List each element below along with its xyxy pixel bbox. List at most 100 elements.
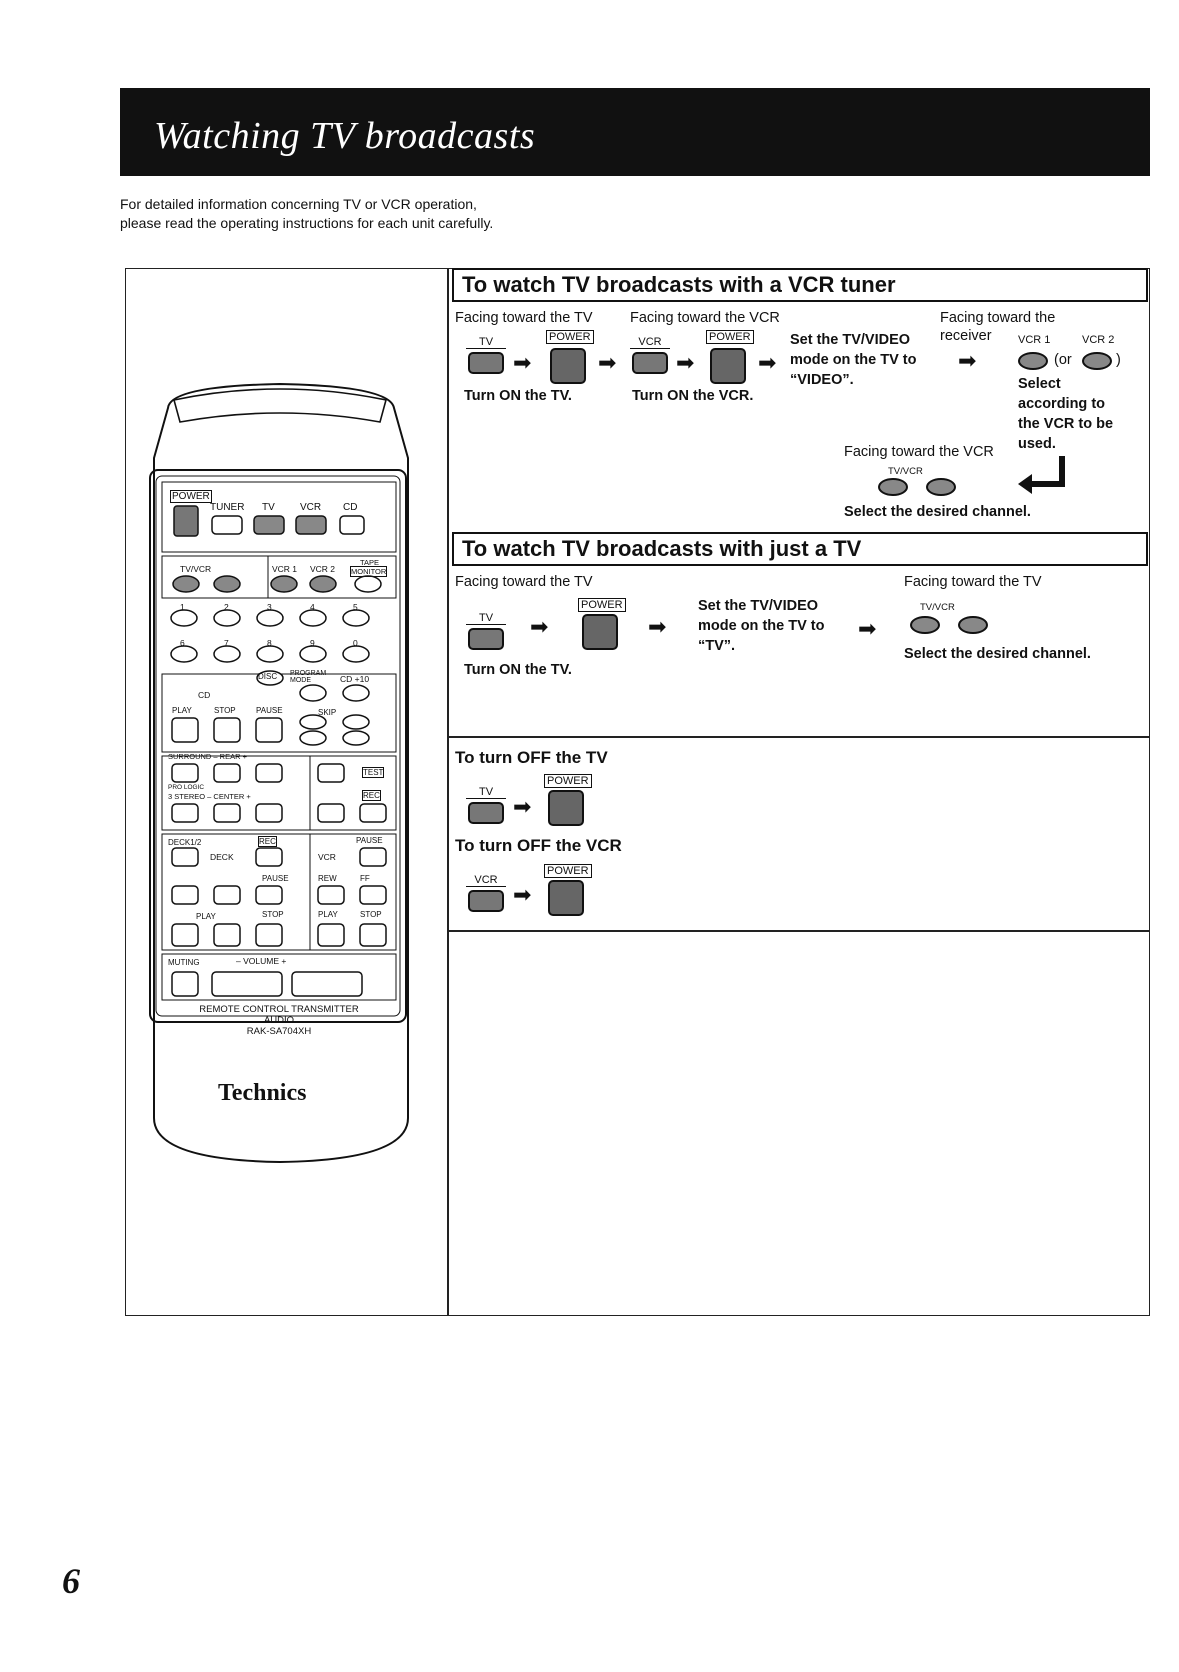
set-tv-mode-text-1: Set the TV/VIDEO: [698, 598, 819, 614]
facing-vcr-label-2: Facing toward the VCR: [844, 444, 994, 460]
facing-tv-label: Facing toward the TV: [455, 310, 593, 326]
select-vcr-text-2: according to: [1018, 396, 1106, 412]
remote-vcr-play-label: PLAY: [318, 910, 338, 919]
arrow-right-icon: ➡: [513, 794, 532, 819]
vcr1-button: [1018, 352, 1048, 370]
remote-vcr-label: VCR: [300, 502, 322, 513]
tvvcr-button-label: TV/VCR: [920, 602, 955, 613]
tv-button-label: TV: [466, 612, 506, 625]
turn-on-tv-text: Turn ON the TV.: [464, 662, 572, 678]
brand-logo: Technics: [218, 1080, 307, 1106]
remote-pause-label: PAUSE: [256, 706, 283, 715]
arrow-right-icon: ➡: [648, 614, 667, 639]
arrow-right-icon: ➡: [858, 616, 877, 641]
facing-tv-label: Facing toward the TV: [455, 574, 593, 590]
remote-volume-label: – VOLUME +: [236, 956, 287, 966]
remote-program-mode-label: PROGRAM MODE: [290, 670, 327, 684]
turn-off-vcr-heading: To turn OFF the VCR: [455, 836, 622, 855]
power-button: [582, 614, 618, 650]
intro-line-2: please read the operating instructions f…: [120, 215, 494, 231]
arrow-right-icon: ➡: [676, 350, 695, 375]
remote-cd-label: CD: [343, 502, 358, 513]
remote-center-label: 3 STEREO – CENTER +: [168, 792, 251, 801]
select-channel-text: Select the desired channel.: [904, 646, 1091, 662]
remote-prologic-label: PRO LOGIC: [168, 784, 205, 791]
select-vcr-text-1: Select: [1018, 376, 1061, 392]
set-video-mode-text-2: mode on the TV to: [790, 352, 917, 368]
arrow-right-icon: ➡: [513, 882, 532, 907]
vcr-button: [468, 890, 504, 912]
set-tv-mode-text-3: “TV”.: [698, 638, 736, 654]
vcr-power-button: [710, 348, 746, 384]
remote-illustration: POWER TUNER TV VCR CD TV/VCR VCR 1 VCR 2…: [140, 378, 422, 1168]
remote-rew-label: REW: [318, 874, 337, 883]
remote-power-label: POWER: [170, 490, 212, 503]
or-text: (or: [1054, 352, 1072, 368]
remote-cd-section-label: CD: [198, 690, 211, 700]
remote-tvvcr-label: TV/VCR: [180, 564, 212, 574]
power-button-label: POWER: [546, 330, 594, 344]
select-vcr-text-4: used.: [1018, 436, 1056, 452]
set-video-mode-text-3: “VIDEO”.: [790, 372, 854, 388]
vcr-power-button-label: POWER: [706, 330, 754, 344]
remote-rec-label-1: REC: [362, 790, 381, 801]
section-separator: [447, 930, 1150, 932]
remote-play-label: PLAY: [172, 706, 192, 715]
remote-digit-3: 3: [267, 602, 272, 612]
section-heading-just-tv: To watch TV broadcasts with just a TV: [452, 532, 1148, 566]
remote-skip-label: SKIP: [318, 708, 337, 717]
remote-vcr-pause-label: PAUSE: [356, 836, 383, 845]
remote-disc-label: DISC: [258, 672, 278, 681]
power-button-label: POWER: [578, 598, 626, 612]
channel-down-button: [910, 616, 940, 634]
channel-up-button: [958, 616, 988, 634]
remote-digit-1: 1: [180, 602, 185, 612]
tv-button-label: TV: [466, 336, 506, 349]
arrow-right-icon: ➡: [958, 348, 977, 373]
vcr2-label: VCR 2: [1082, 334, 1115, 346]
turn-on-vcr-text: Turn ON the VCR.: [632, 388, 754, 404]
arrow-right-icon: ➡: [598, 350, 617, 375]
return-arrow-icon: [1018, 456, 1065, 494]
vcr2-button: [1082, 352, 1112, 370]
tv-button-label: TV: [466, 786, 506, 799]
remote-surround-label: SURROUND – REAR +: [168, 752, 247, 761]
remote-model-line-3: RAK-SA704XH: [246, 1026, 312, 1037]
remote-deck-stop-label: STOP: [262, 910, 284, 919]
arrow-right-icon: ➡: [513, 350, 532, 375]
remote-vcr-section-label: VCR: [318, 852, 336, 862]
remote-digit-4: 4: [310, 602, 315, 612]
remote-cd10-label: CD +10: [340, 674, 370, 684]
power-button: [548, 790, 584, 826]
remote-tape-label: TAPE: [360, 558, 380, 567]
remote-stop-label: STOP: [214, 706, 236, 715]
remote-model-line-2: AUDIO: [263, 1015, 295, 1026]
remote-vcr1-label: VCR 1: [272, 564, 298, 574]
facing-tv-label-2: Facing toward the TV: [904, 574, 1042, 590]
column-divider: [447, 268, 449, 1316]
remote-test-label: TEST: [362, 767, 385, 778]
page-title: Watching TV broadcasts: [154, 115, 536, 157]
remote-deck-pause-label: PAUSE: [262, 874, 289, 883]
remote-muting-label: MUTING: [168, 958, 200, 967]
remote-deck12-label: DECK1/2: [168, 838, 202, 847]
vcr-power-button: [548, 880, 584, 916]
turn-on-tv-text: Turn ON the TV.: [464, 388, 572, 404]
vcr-button-label: VCR: [466, 874, 506, 887]
facing-receiver-label-2: receiver: [940, 328, 992, 344]
section-heading-vcr-tuner: To watch TV broadcasts with a VCR tuner: [452, 268, 1148, 302]
tv-button: [468, 352, 504, 374]
facing-vcr-label: Facing toward the VCR: [630, 310, 780, 326]
intro-line-1: For detailed information concerning TV o…: [120, 196, 477, 212]
remote-digit-2: 2: [224, 602, 229, 612]
tv-button: [468, 802, 504, 824]
remote-tv-label: TV: [262, 502, 275, 513]
set-tv-mode-text-2: mode on the TV to: [698, 618, 825, 634]
remote-digit-0: 0: [353, 638, 358, 648]
vcr-button-label: VCR: [630, 336, 670, 349]
facing-receiver-label-1: Facing toward the: [940, 310, 1056, 326]
page-number: 6: [62, 1561, 80, 1601]
remote-digit-5: 5: [353, 602, 358, 612]
remote-monitor-label: MONITOR: [350, 566, 388, 577]
channel-up-button: [926, 478, 956, 496]
